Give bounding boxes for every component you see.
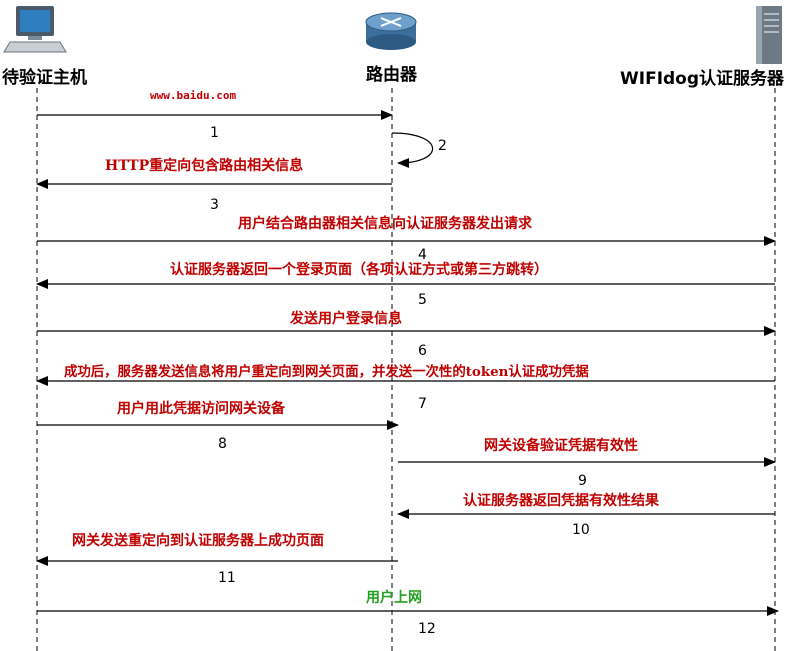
message-10-label: 认证服务器返回凭据有效性结果 [463,493,659,509]
step-1-number: 1 [210,125,219,141]
computer-icon [3,6,67,53]
message-9-label: 网关设备验证凭据有效性 [484,438,638,454]
auth-server-label: WIFIdog认证服务器 [620,69,785,89]
message-6-label: 发送用户登录信息 [290,311,402,327]
message-4-label: 用户结合路由器相关信息向认证服务器发出请求 [238,216,532,232]
router-icon [365,12,417,50]
server-icon [756,6,782,64]
host-label: 待验证主机 [2,68,87,88]
step-3-number: 3 [210,197,219,213]
message-12-label: 用户上网 [366,590,422,606]
step-5-number: 5 [418,292,427,308]
arrow-2 [391,132,434,168]
step-12-number: 12 [418,621,436,637]
step-2-number: 2 [438,138,447,154]
message-1-label: www.baidu.com [150,89,237,102]
message-8-label: 用户用此凭据访问网关设备 [117,401,285,417]
step-6-number: 6 [418,343,427,359]
message-3-label: HTTP重定向包含路由相关信息 [105,158,304,174]
step-9-number: 9 [578,473,587,489]
step-11-number: 11 [218,570,236,586]
message-5-label: 认证服务器返回一个登录页面（各项认证方式或第三方跳转） [170,262,548,278]
message-7-label: 成功后，服务器发送信息将用户重定向到网关页面，并发送一次性的token认证成功凭… [64,364,589,380]
step-4-number: 4 [418,247,427,263]
step-7-number: 7 [418,396,427,412]
router-label: 路由器 [366,65,417,85]
step-10-number: 10 [572,522,590,538]
message-11-label: 网关发送重定向到认证服务器上成功页面 [72,533,324,549]
step-8-number: 8 [218,436,227,452]
